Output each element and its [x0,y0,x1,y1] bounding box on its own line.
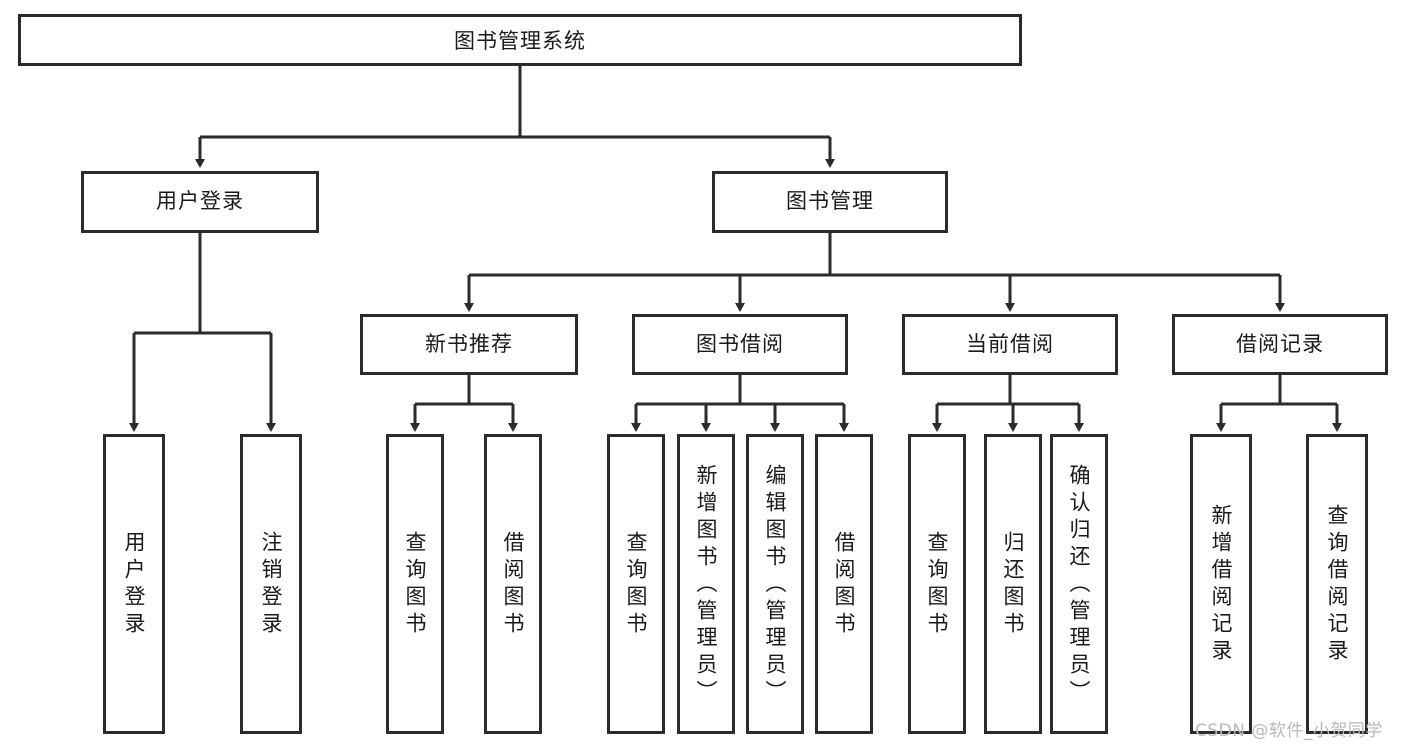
edge-borrow-record-to-leaves [1216,375,1342,432]
node-leaf-add-book-admin[interactable]: 新增图书（管理员） [677,434,735,734]
node-leaf-edit-book-admin[interactable]: 编辑图书（管理员） [746,434,804,734]
edge-root-to-level2 [195,66,835,168]
node-new-book-recommend[interactable]: 新书推荐 [360,314,578,375]
edge-book-manage-to-level3 [464,233,1285,312]
node-leaf-return-book[interactable]: 归还图书 [984,434,1042,734]
edge-new-book-rec-to-leaves [410,375,518,432]
node-leaf-add-borrow-record[interactable]: 新增借阅记录 [1190,434,1252,734]
node-borrow-record[interactable]: 借阅记录 [1172,314,1388,375]
node-leaf-query-book-1[interactable]: 查询图书 [386,434,444,734]
edge-user-login-to-leaves [129,233,276,432]
node-user-login[interactable]: 用户登录 [81,171,319,233]
node-leaf-user-login[interactable]: 用户登录 [103,434,165,734]
node-leaf-query-book-3[interactable]: 查询图书 [908,434,966,734]
node-leaf-borrow-book-1[interactable]: 借阅图书 [484,434,542,734]
node-current-borrow[interactable]: 当前借阅 [902,314,1118,375]
node-leaf-query-book-2[interactable]: 查询图书 [607,434,665,734]
node-book-borrow[interactable]: 图书借阅 [632,314,848,375]
node-leaf-query-borrow-record[interactable]: 查询借阅记录 [1306,434,1368,734]
csdn-watermark: CSDN @软件_小贺同学 [1195,721,1383,741]
edge-book-borrow-to-leaves [631,375,849,432]
node-leaf-borrow-book-2[interactable]: 借阅图书 [815,434,873,734]
node-leaf-confirm-return-admin[interactable]: 确认归还（管理员） [1050,434,1108,734]
edge-current-borrow-to-leaves [932,375,1084,432]
node-book-manage[interactable]: 图书管理 [712,171,948,233]
node-root-system[interactable]: 图书管理系统 [18,14,1022,66]
node-leaf-user-logout[interactable]: 注销登录 [240,434,302,734]
